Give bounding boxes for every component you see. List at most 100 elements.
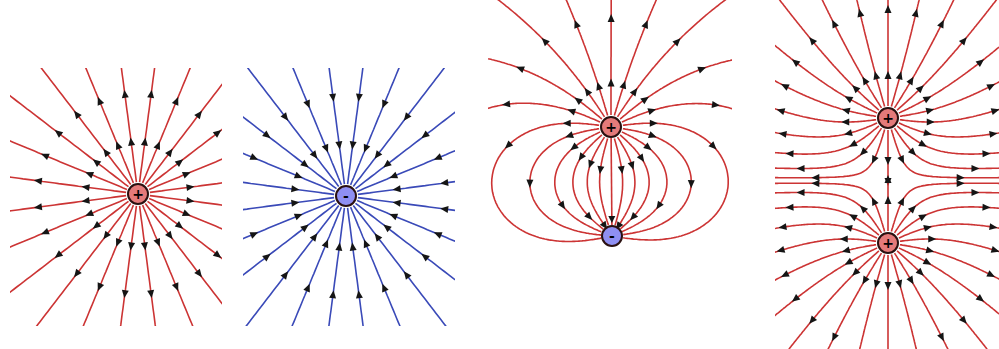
field-line: [775, 248, 877, 349]
charge-sign: -: [343, 189, 349, 203]
field-arrow: [991, 108, 999, 115]
field-arrow: [393, 200, 401, 207]
point-charge: +: [127, 183, 149, 205]
field-arrow: [141, 242, 148, 250]
field-arrow: [502, 100, 510, 107]
field-line: [317, 68, 344, 184]
field-arrow: [350, 141, 357, 149]
field-arrow: [672, 38, 680, 46]
field-line: [775, 128, 882, 168]
field-arrow: [637, 153, 644, 162]
field-arrow: [375, 233, 383, 241]
field-line: [348, 68, 375, 184]
positive-field: [10, 68, 222, 326]
field-line: [351, 207, 431, 326]
field-arrow: [389, 172, 398, 178]
field-arrow: [971, 165, 979, 172]
field-arrow: [165, 231, 173, 239]
field-arrow: [434, 153, 443, 159]
field-arrow: [781, 270, 790, 277]
field-arrow: [250, 153, 259, 159]
field-arrow: [885, 175, 892, 183]
field-line: [897, 0, 999, 110]
field-line: [899, 248, 999, 349]
field-arrow: [505, 140, 513, 148]
field-arrow: [93, 159, 101, 167]
field-line: [538, 0, 607, 116]
field-arrow: [860, 147, 868, 155]
field-arrow: [777, 246, 786, 253]
field-arrow: [421, 254, 429, 262]
field-line: [140, 68, 167, 182]
field-line: [775, 120, 877, 137]
field-arrow: [103, 231, 111, 239]
field-arrow: [863, 276, 870, 285]
field-arrow: [579, 152, 586, 161]
field-arrow: [885, 5, 892, 13]
field-arrow: [81, 197, 89, 204]
combined-field: [488, 0, 732, 242]
field-arrow: [643, 143, 651, 151]
field-line: [614, 139, 622, 226]
field-arrow: [885, 157, 892, 165]
field-line: [900, 239, 999, 273]
field-arrow: [872, 197, 879, 206]
field-line: [887, 0, 889, 106]
field-arrow: [41, 228, 50, 234]
field-arrow: [516, 67, 525, 74]
field-arrow: [923, 258, 932, 265]
field-line: [148, 68, 223, 187]
field-line: [622, 132, 667, 232]
field-arrow: [957, 180, 965, 187]
field-arrow: [781, 84, 790, 91]
field-line: [10, 165, 126, 192]
field-arrow: [558, 201, 565, 210]
field-line: [618, 0, 733, 117]
field-arrow: [172, 282, 178, 291]
field-line: [488, 54, 602, 120]
field-arrow: [608, 79, 615, 87]
combined-field: [775, 0, 999, 349]
field-arrow: [322, 144, 328, 153]
field-arrow: [916, 268, 924, 276]
field-arrow: [364, 239, 370, 248]
field-arrow: [874, 280, 881, 289]
field-arrow: [154, 141, 160, 150]
field-arrow: [777, 108, 786, 115]
field-arrow: [404, 112, 412, 120]
field-line: [54, 68, 134, 183]
field-arrow: [797, 165, 805, 172]
field-arrow: [98, 97, 104, 106]
field-arrow: [382, 100, 388, 109]
field-arrow: [421, 131, 429, 139]
field-arrow: [989, 131, 997, 138]
field-arrow: [842, 246, 851, 253]
field-arrow: [852, 85, 860, 93]
field-arrow: [708, 141, 716, 149]
field-arrow: [329, 93, 336, 101]
field-arrow: [103, 149, 111, 157]
field-arrow: [832, 332, 839, 341]
field-line: [899, 120, 999, 137]
field-arrow: [926, 246, 935, 253]
field-line-connector: [608, 138, 615, 225]
field-arrow: [811, 180, 819, 187]
field-arrow: [688, 180, 695, 188]
field-arrow: [356, 93, 363, 101]
field-arrow: [565, 131, 574, 138]
field-arrow: [976, 294, 984, 302]
field-line: [530, 129, 602, 235]
point-charge: -: [335, 185, 357, 207]
field-arrow: [841, 119, 849, 126]
field-arrow: [434, 232, 443, 238]
field-arrow: [375, 150, 383, 158]
field-arrow: [141, 137, 148, 145]
field-line: [145, 68, 222, 185]
field-arrow: [291, 200, 299, 207]
field-arrow: [778, 223, 786, 230]
field-arrow: [213, 250, 221, 258]
field-arrow: [630, 88, 638, 97]
field-arrow: [186, 197, 194, 204]
field-arrow: [300, 160, 308, 168]
field-arrow: [630, 212, 638, 220]
